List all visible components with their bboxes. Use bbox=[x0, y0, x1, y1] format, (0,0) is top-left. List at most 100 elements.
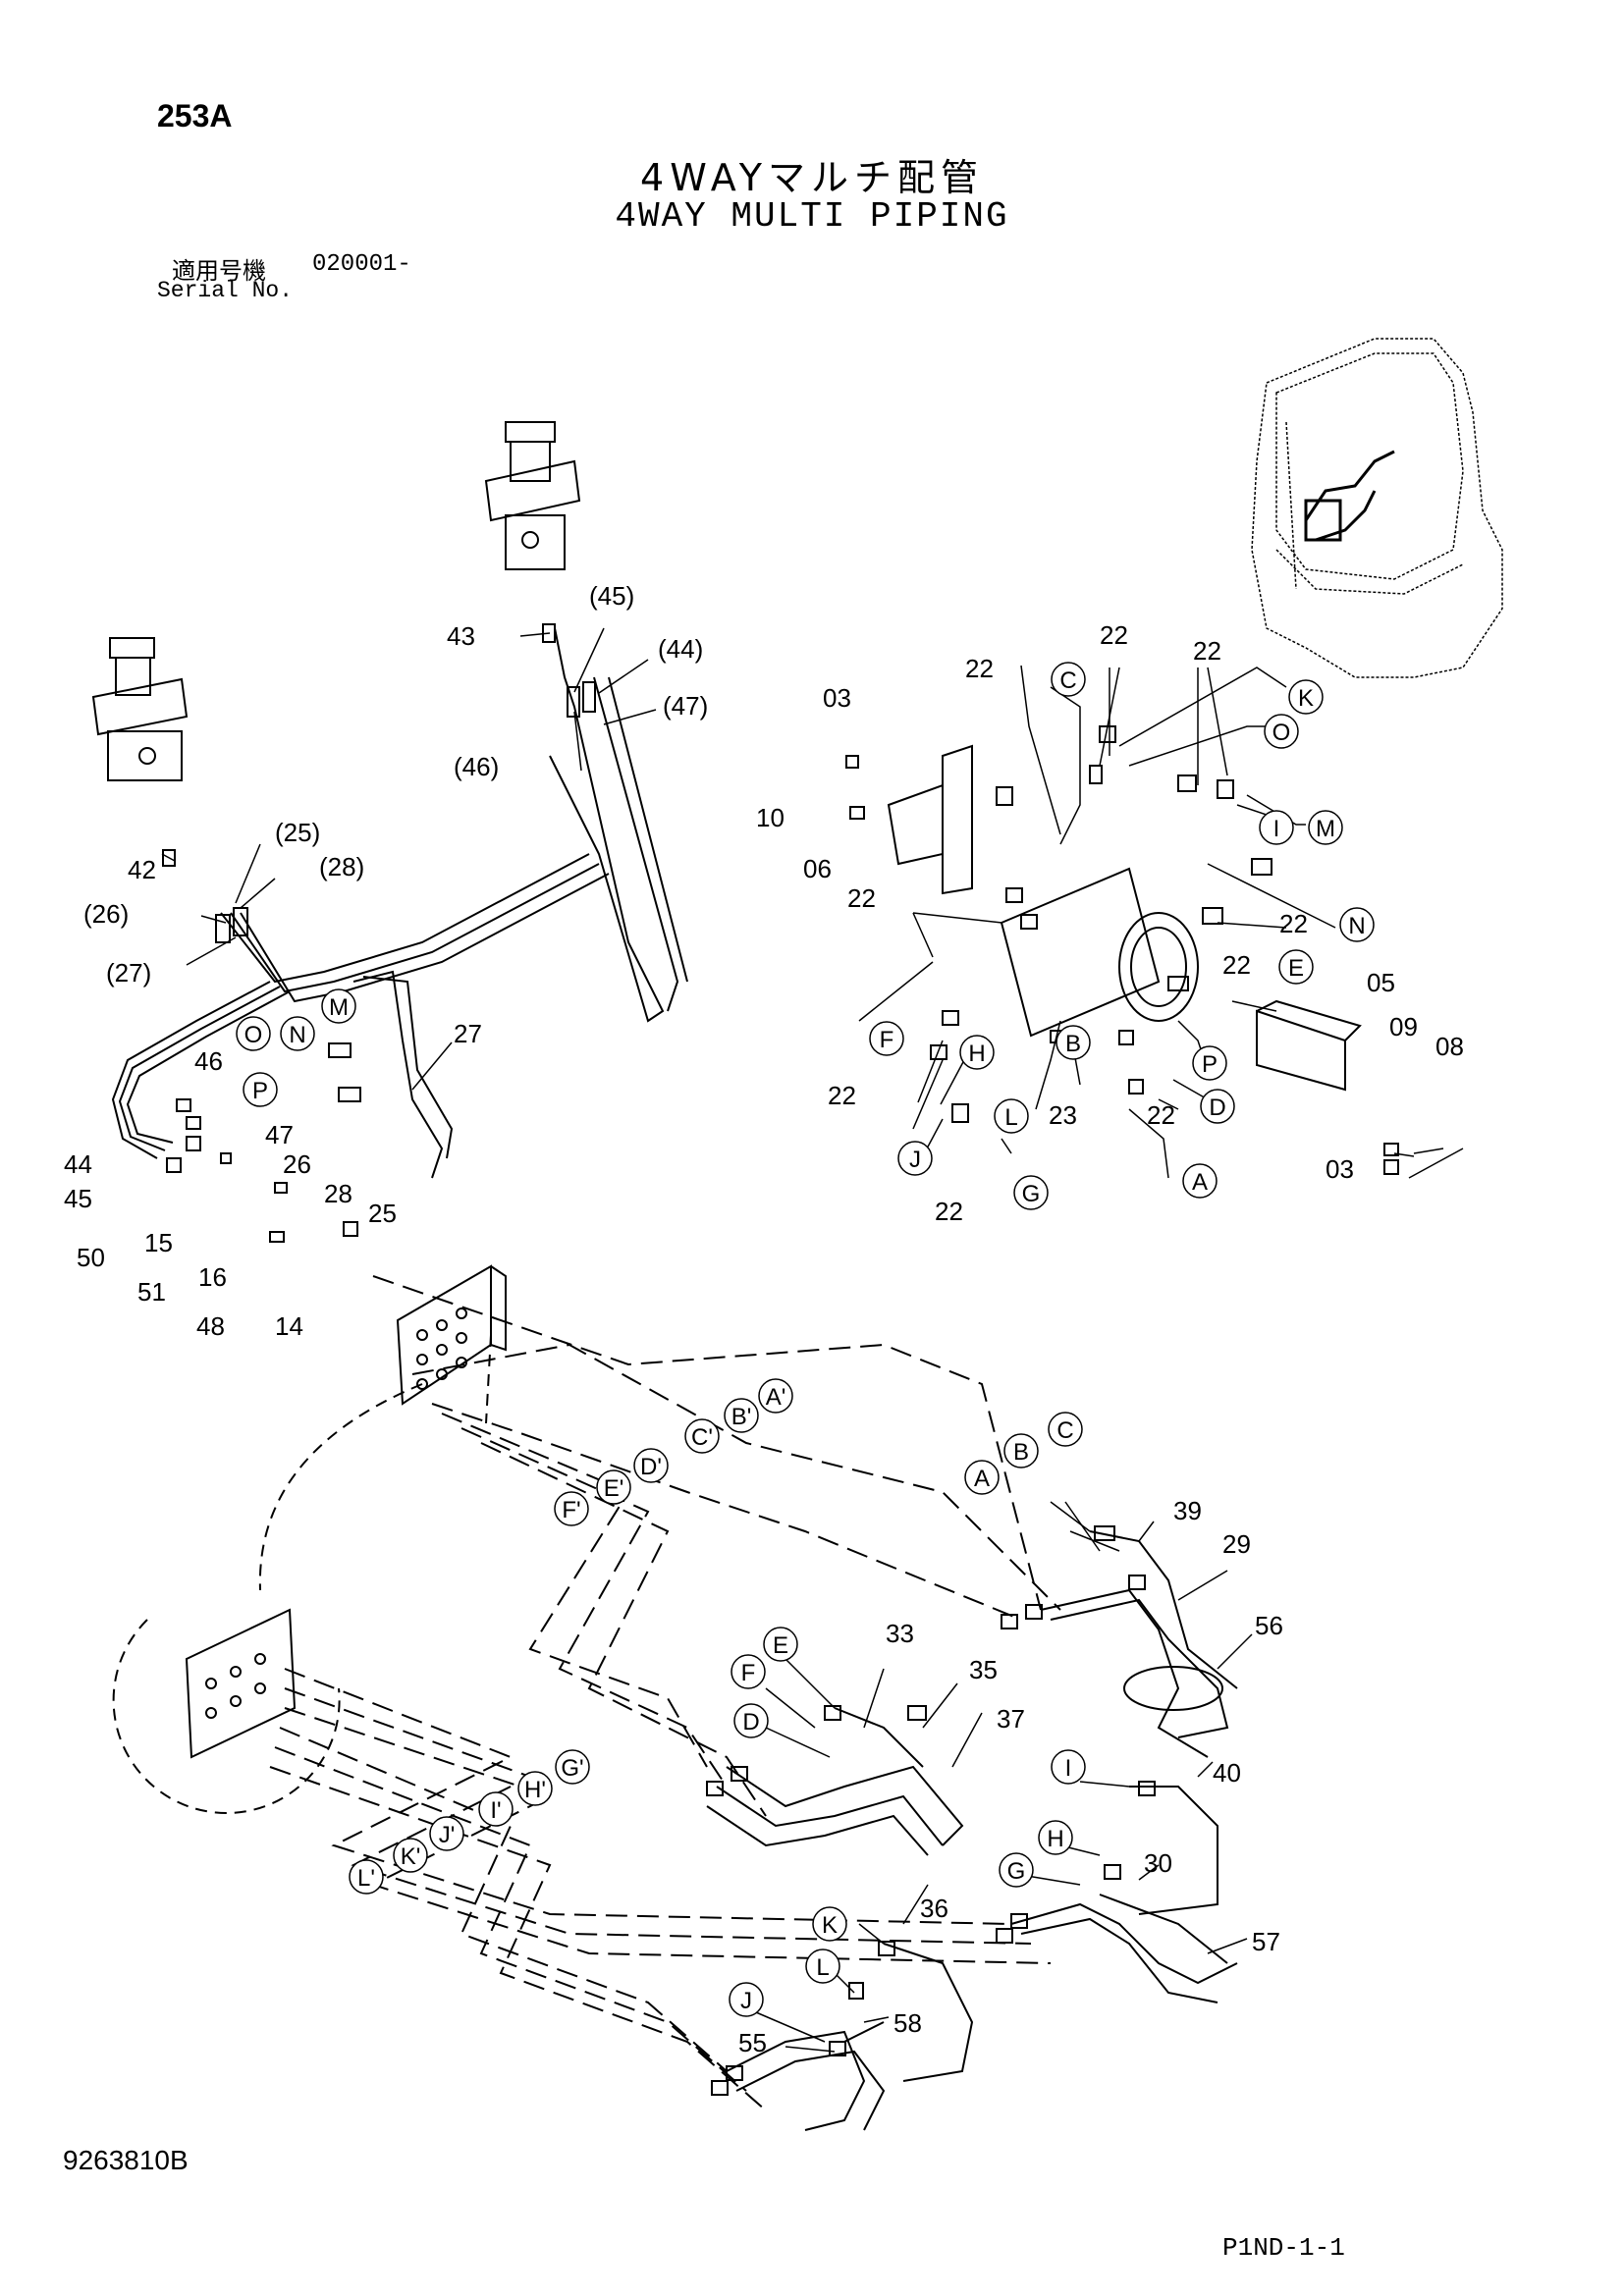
callout-26-ref: (26) bbox=[83, 899, 129, 929]
circled-callout-I-valve: I bbox=[1259, 810, 1294, 845]
page-code: 253A bbox=[157, 98, 233, 133]
circled-callout-F-valve: F bbox=[869, 1021, 904, 1056]
circled-callout-E-lower: E bbox=[763, 1627, 798, 1662]
circled-callout-K-valve: K bbox=[1288, 679, 1324, 715]
svg-text:H: H bbox=[968, 1041, 985, 1067]
svg-text:F: F bbox=[741, 1660, 756, 1686]
callout-22-d: 22 bbox=[847, 883, 876, 913]
svg-text:B': B' bbox=[731, 1404, 752, 1430]
circled-callout-D-lower: D bbox=[733, 1703, 769, 1738]
circled-callout-I-lower: I bbox=[1051, 1749, 1086, 1785]
callout-45-ref: (45) bbox=[589, 581, 634, 611]
circled-callout-P-upper: P bbox=[243, 1072, 278, 1107]
callout-22-g: 22 bbox=[828, 1081, 856, 1110]
svg-text:K: K bbox=[1298, 685, 1314, 712]
svg-text:K: K bbox=[822, 1912, 838, 1939]
svg-text:E: E bbox=[1288, 955, 1304, 982]
svg-text:C': C' bbox=[691, 1424, 713, 1451]
hose-group-jkl bbox=[726, 1943, 974, 2131]
serial-label-english: Serial No. bbox=[157, 278, 294, 303]
callout-48: 48 bbox=[196, 1311, 225, 1341]
circled-callout-J-prime: J' bbox=[429, 1816, 464, 1851]
svg-text:N: N bbox=[289, 1022, 305, 1048]
callout-03-bottom: 03 bbox=[1326, 1154, 1354, 1184]
dashed-pipe-routes bbox=[269, 1275, 1061, 2111]
circled-callout-L-prime: L' bbox=[349, 1859, 384, 1895]
circled-callout-G-valve: G bbox=[1013, 1175, 1049, 1210]
thumbnail-hoses bbox=[1304, 450, 1395, 542]
callout-28: 28 bbox=[324, 1179, 352, 1208]
svg-text:C: C bbox=[1059, 667, 1076, 694]
svg-text:G: G bbox=[1007, 1858, 1026, 1885]
callout-58: 58 bbox=[893, 2008, 922, 2038]
callout-50: 50 bbox=[77, 1243, 105, 1272]
svg-text:C: C bbox=[1056, 1417, 1073, 1444]
circled-callout-O-upper: O bbox=[236, 1016, 271, 1051]
callout-22-e: 22 bbox=[1279, 909, 1308, 938]
detail-callout-circle bbox=[112, 1334, 492, 1814]
circled-callout-K-lower: K bbox=[812, 1906, 847, 1942]
circled-callout-B-prime: B' bbox=[724, 1398, 759, 1433]
machine-thumbnail bbox=[1251, 338, 1503, 678]
callout-28-ref: (28) bbox=[319, 852, 364, 881]
serial-label-japanese: 適用号機 bbox=[172, 257, 266, 285]
callout-29: 29 bbox=[1222, 1529, 1251, 1559]
callout-05: 05 bbox=[1367, 968, 1395, 997]
circled-callout-F-lower: F bbox=[731, 1654, 766, 1689]
svg-text:O: O bbox=[244, 1022, 263, 1048]
svg-text:H: H bbox=[1047, 1826, 1063, 1852]
callout-23: 23 bbox=[1049, 1100, 1077, 1130]
callout-03-top: 03 bbox=[823, 683, 851, 713]
circled-callout-M-upper: M bbox=[321, 988, 356, 1024]
circled-callout-A-prime: A' bbox=[758, 1378, 793, 1414]
circled-callout-H-lower: H bbox=[1038, 1820, 1073, 1855]
circled-callout-J-lower: J bbox=[729, 1982, 764, 2017]
hose-group-abc bbox=[1040, 1530, 1238, 1758]
svg-text:N: N bbox=[1348, 913, 1365, 939]
circled-callout-C-prime: C' bbox=[684, 1418, 720, 1454]
circled-callout-L-lower: L bbox=[805, 1949, 840, 1984]
circled-callout-H-valve: H bbox=[959, 1035, 995, 1070]
svg-text:B: B bbox=[1065, 1031, 1081, 1057]
circled-callout-D-valve: D bbox=[1200, 1089, 1235, 1124]
four-way-multi-valve bbox=[887, 744, 1362, 1092]
serial-number-value: 020001- bbox=[312, 251, 411, 278]
callout-14: 14 bbox=[275, 1311, 303, 1341]
document-number: 9263810B bbox=[63, 2145, 189, 2175]
circled-callout-N-upper: N bbox=[280, 1016, 315, 1051]
svg-text:H': H' bbox=[524, 1777, 546, 1803]
svg-text:G: G bbox=[1022, 1181, 1041, 1207]
circled-callout-G-lower: G bbox=[999, 1852, 1034, 1888]
upper-control-valve bbox=[484, 421, 581, 570]
hose-group-def bbox=[706, 1707, 964, 1856]
svg-text:F': F' bbox=[562, 1497, 580, 1523]
circled-callout-B-valve: B bbox=[1056, 1025, 1091, 1060]
circled-callout-A-lower: A bbox=[964, 1460, 1000, 1495]
circled-callout-P-valve: P bbox=[1192, 1045, 1227, 1081]
lower-control-valve bbox=[91, 637, 189, 781]
callout-42: 42 bbox=[128, 855, 156, 884]
svg-text:A: A bbox=[1192, 1169, 1208, 1196]
callout-39: 39 bbox=[1173, 1496, 1202, 1525]
svg-text:I: I bbox=[1273, 816, 1280, 842]
svg-text:L: L bbox=[1004, 1104, 1017, 1131]
callout-46-ref: (46) bbox=[454, 752, 499, 781]
svg-text:A': A' bbox=[766, 1384, 786, 1411]
callout-30: 30 bbox=[1144, 1848, 1172, 1878]
circled-callout-A-valve: A bbox=[1182, 1163, 1218, 1199]
svg-text:J': J' bbox=[439, 1822, 456, 1848]
callout-45: 45 bbox=[64, 1184, 92, 1213]
detail-plate bbox=[185, 1608, 297, 1759]
callout-44: 44 bbox=[64, 1149, 92, 1179]
svg-text:B: B bbox=[1013, 1439, 1029, 1466]
fittings bbox=[162, 623, 1399, 2096]
circled-callout-G-prime: G' bbox=[555, 1749, 590, 1785]
callout-36: 36 bbox=[920, 1894, 948, 1923]
svg-text:E': E' bbox=[604, 1475, 624, 1502]
circled-callout-I-prime: I' bbox=[478, 1791, 514, 1827]
callout-40: 40 bbox=[1213, 1758, 1241, 1788]
callout-22-f: 22 bbox=[1222, 950, 1251, 980]
svg-text:G': G' bbox=[561, 1755, 583, 1782]
svg-text:M: M bbox=[329, 994, 349, 1021]
circled-callout-C-valve: C bbox=[1051, 662, 1086, 697]
